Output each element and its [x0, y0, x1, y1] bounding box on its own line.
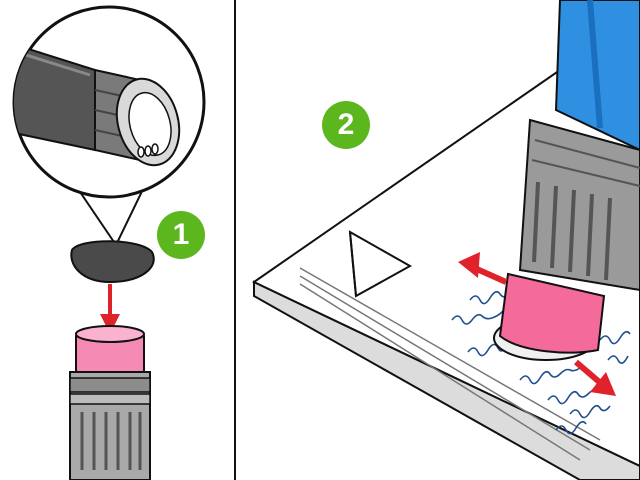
red-arrow-icon — [100, 284, 120, 334]
step-1-badge: 1 — [157, 211, 205, 259]
closeup-pencil-end — [14, 38, 181, 167]
step-2-badge: 2 — [322, 101, 370, 149]
step-2-panel — [252, 0, 640, 480]
eraser-residue — [70, 240, 155, 284]
panel-divider — [0, 0, 236, 480]
pencil-eraser-icon — [69, 325, 151, 480]
pencil-eraser-icon — [498, 0, 640, 354]
red-arrow-icon — [458, 252, 616, 396]
step-1-panel — [12, 5, 206, 480]
